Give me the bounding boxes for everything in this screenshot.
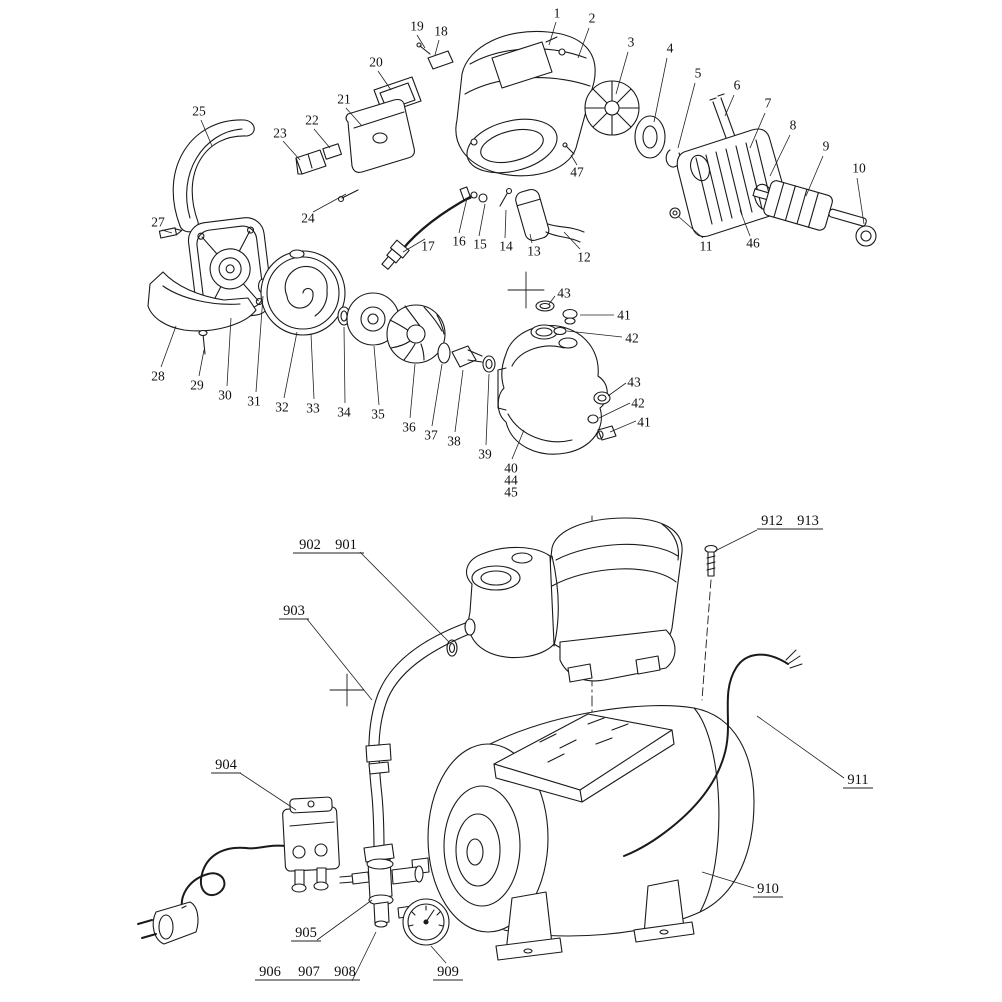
ejector-parts-drawing [437, 342, 496, 373]
fan-clamp-drawing [634, 115, 666, 159]
hose-drawing [365, 618, 476, 853]
datum-crosshair-bottom [329, 673, 365, 707]
rotor-drawing [752, 180, 867, 231]
handle-drawing [172, 119, 255, 233]
bearing-drawing [855, 225, 877, 247]
motor-housing-drawing [455, 30, 596, 177]
datum-crosshair-top [507, 271, 545, 309]
stator-drawing [676, 128, 788, 238]
power-cord-gland-drawing [381, 191, 478, 270]
pump-cover-drawing [187, 217, 273, 321]
impeller-drawing [386, 304, 446, 364]
port-fittings-side-drawing [587, 391, 617, 441]
oring-drawing [446, 639, 458, 657]
mounting-screw-drawing [701, 544, 718, 701]
washer-drawing [669, 207, 681, 219]
leader-lines [160, 21, 873, 982]
booster-pump-drawing [466, 517, 683, 683]
pressure-gauge-drawing [397, 898, 450, 946]
saddle-plate-drawing [493, 713, 675, 803]
cooling-fan-drawing [584, 80, 640, 136]
diffuser-drawing [260, 249, 346, 336]
terminal-parts-drawing [459, 186, 513, 207]
pump-body-drawing [497, 324, 608, 455]
pressure-switch-drawing [245, 796, 340, 893]
power-plug-drawing [137, 846, 247, 945]
tank-feet-drawing [495, 879, 695, 961]
terminal-box-parts-drawing [295, 42, 454, 203]
power-cable-drawing [623, 649, 803, 857]
capacitor-drawing [515, 188, 585, 243]
screw-47-drawing [562, 142, 575, 155]
mounting-base-drawing [147, 271, 257, 355]
five-way-fitting-drawing [339, 843, 424, 928]
